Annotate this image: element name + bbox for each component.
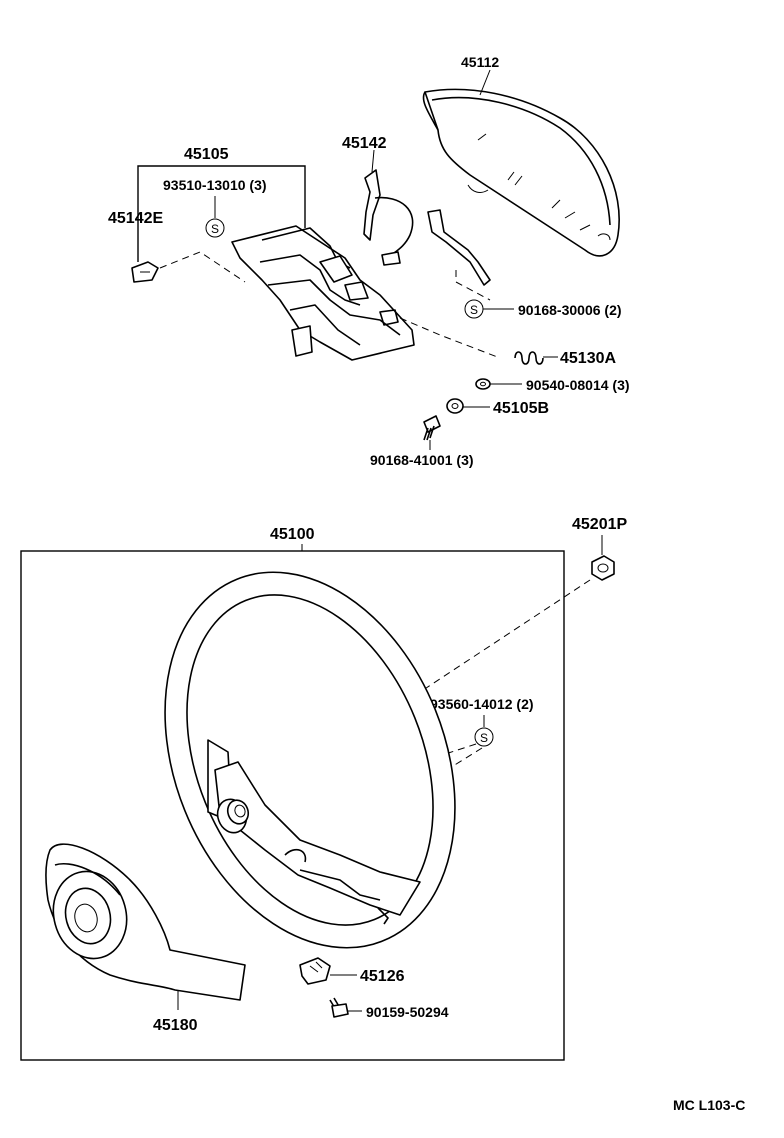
leader-45112 <box>479 69 491 96</box>
label-45105: 45105 <box>184 146 229 163</box>
clip-45142E <box>131 261 159 283</box>
label-93560: 93560-14012 (2) <box>430 696 534 712</box>
clip-45126 <box>299 957 331 985</box>
diagram-code: MC L103-C <box>673 1097 745 1113</box>
label-45130A: 45130A <box>560 350 616 367</box>
bracket-line-45105 <box>137 165 306 262</box>
svg-text:S: S <box>211 222 219 236</box>
label-45142: 45142 <box>342 135 387 152</box>
label-45180: 45180 <box>153 1017 198 1034</box>
collar-45105B <box>446 398 464 414</box>
dash-90168-30006 <box>455 270 491 301</box>
steering-wheel-rim <box>164 571 456 949</box>
dash-45142E <box>159 251 246 283</box>
label-90540: 90540-08014 (3) <box>526 377 630 393</box>
spring-45130A <box>514 351 544 365</box>
screw-90168-41001 <box>423 415 441 441</box>
svg-text:S: S <box>470 303 478 317</box>
label-45201P: 45201P <box>572 516 627 533</box>
label-93510: 93510-13010 (3) <box>163 177 267 193</box>
horn-bracket-45105 <box>231 225 415 361</box>
steering-hub <box>216 798 250 834</box>
label-90168-30006: 90168-30006 (2) <box>518 302 622 318</box>
lower-cover-45180 <box>45 843 246 1001</box>
label-45100: 45100 <box>270 526 315 543</box>
label-45126: 45126 <box>360 968 405 985</box>
label-45105B: 45105B <box>493 400 549 417</box>
nut-45201P <box>591 555 615 581</box>
label-90168-41001: 90168-41001 (3) <box>370 452 474 468</box>
s-mark-93560: S <box>474 727 494 747</box>
bracket-45142 <box>363 169 491 286</box>
label-90159: 90159-50294 <box>366 1004 449 1020</box>
washer-90540-08014 <box>475 378 491 390</box>
label-45142E: 45142E <box>108 210 163 227</box>
horn-pad-cover-45112 <box>422 88 620 257</box>
label-45112: 45112 <box>461 54 499 70</box>
leader-45142 <box>371 149 375 173</box>
dash-45130A <box>399 317 501 359</box>
assembly-frame-45100 <box>20 550 565 1061</box>
s-mark-90168-30006: S <box>464 299 484 319</box>
s-mark-93510: S <box>205 218 225 238</box>
svg-text:S: S <box>480 731 488 745</box>
screw-90159-50294 <box>329 997 349 1018</box>
